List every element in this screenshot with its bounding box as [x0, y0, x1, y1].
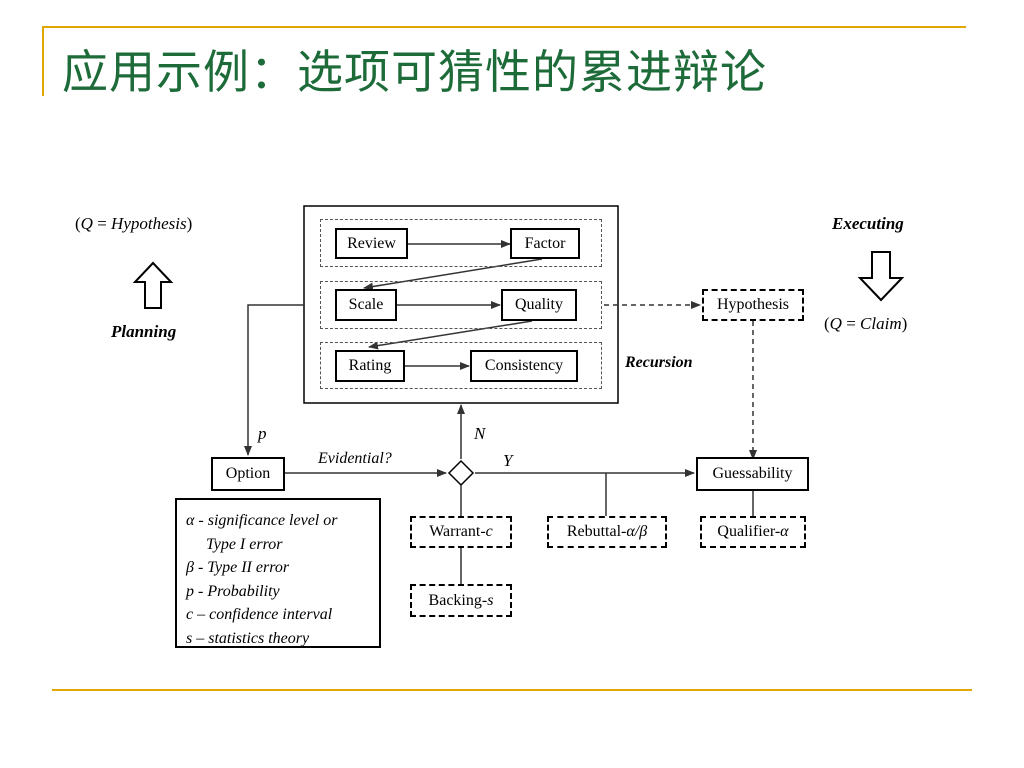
title-rule-horizontal: [42, 26, 966, 28]
quality-node: Quality: [501, 289, 577, 321]
legend-item: β - Type II error: [186, 559, 290, 576]
planning-label: Planning: [111, 322, 177, 341]
hypothesis-eq-close: ): [186, 214, 193, 233]
hypothesis-eq-var: Q: [80, 214, 93, 233]
factor-node: Factor: [510, 228, 580, 259]
review-factor-group: [320, 219, 602, 267]
hypothesis-eq-open: (: [75, 214, 81, 233]
title-rule-vertical: [42, 26, 44, 96]
legend-item: α - significance level or: [186, 512, 338, 529]
footer-rule: [52, 689, 972, 691]
backing-node: Backing-s: [410, 584, 512, 617]
claim-eq-sign: =: [841, 314, 861, 333]
legend-item: s – statistics theory: [186, 629, 310, 647]
qualifier-label: Qualifier-: [717, 523, 781, 540]
hypothesis-eq-sign: =: [92, 214, 112, 233]
rebuttal-variable: α/β: [626, 523, 648, 540]
qualifier-variable: α: [780, 523, 789, 540]
backing-variable: s: [487, 592, 494, 609]
review-node: Review: [335, 228, 408, 259]
symbol-legend: α - significance level or Type I error β…: [175, 498, 381, 648]
backing-label: Backing-: [428, 592, 488, 609]
evidential-label: Evidential?: [318, 450, 392, 467]
factor-to-scale-arrow: [363, 258, 543, 291]
module-to-option-arrow: [244, 304, 304, 456]
hypothesis-node: Hypothesis: [702, 289, 804, 321]
warrant-node: Warrant-c: [410, 516, 512, 548]
rebuttal-label: Rebuttal-: [566, 523, 627, 540]
option-node: Option: [211, 457, 285, 491]
decision-diamond: [447, 459, 475, 487]
warrant-label: Warrant-: [429, 523, 486, 540]
qualifier-node: Qualifier-α: [700, 516, 806, 548]
p-label: p: [258, 424, 267, 443]
scale-node: Scale: [335, 289, 397, 321]
scale-quality-group: [320, 281, 602, 329]
slide-title: 应用示例：选项可猜性的累进辩论: [62, 45, 767, 99]
guessability-node: Guessability: [696, 457, 809, 491]
claim-eq-value: Claim: [860, 314, 902, 333]
claim-eq-var: Q: [829, 314, 842, 333]
consistency-node: Consistency: [470, 350, 578, 382]
hypothesis-equation: (Q = Hypothesis): [75, 214, 192, 234]
warrant-variable: c: [485, 523, 493, 540]
planning-up-arrow-icon: [132, 261, 174, 309]
recursion-label: Recursion: [625, 354, 693, 371]
claim-eq-close: ): [901, 314, 908, 333]
legend-item: Type I error: [206, 535, 283, 553]
rebuttal-node: Rebuttal-α/β: [547, 516, 667, 548]
claim-eq-open: (: [824, 314, 830, 333]
n-label: N: [474, 424, 486, 443]
hypothesis-eq-value: Hypothesis: [111, 214, 187, 233]
legend-item: c – confidence interval: [186, 606, 333, 623]
executing-down-arrow-icon: [857, 251, 905, 302]
legend-item: p - Probability: [186, 582, 280, 600]
y-label: Y: [503, 451, 513, 470]
executing-label: Executing: [832, 214, 904, 233]
rating-node: Rating: [335, 350, 405, 382]
claim-equation: (Q = Claim): [824, 314, 907, 334]
rating-consistency-group: [320, 342, 602, 389]
